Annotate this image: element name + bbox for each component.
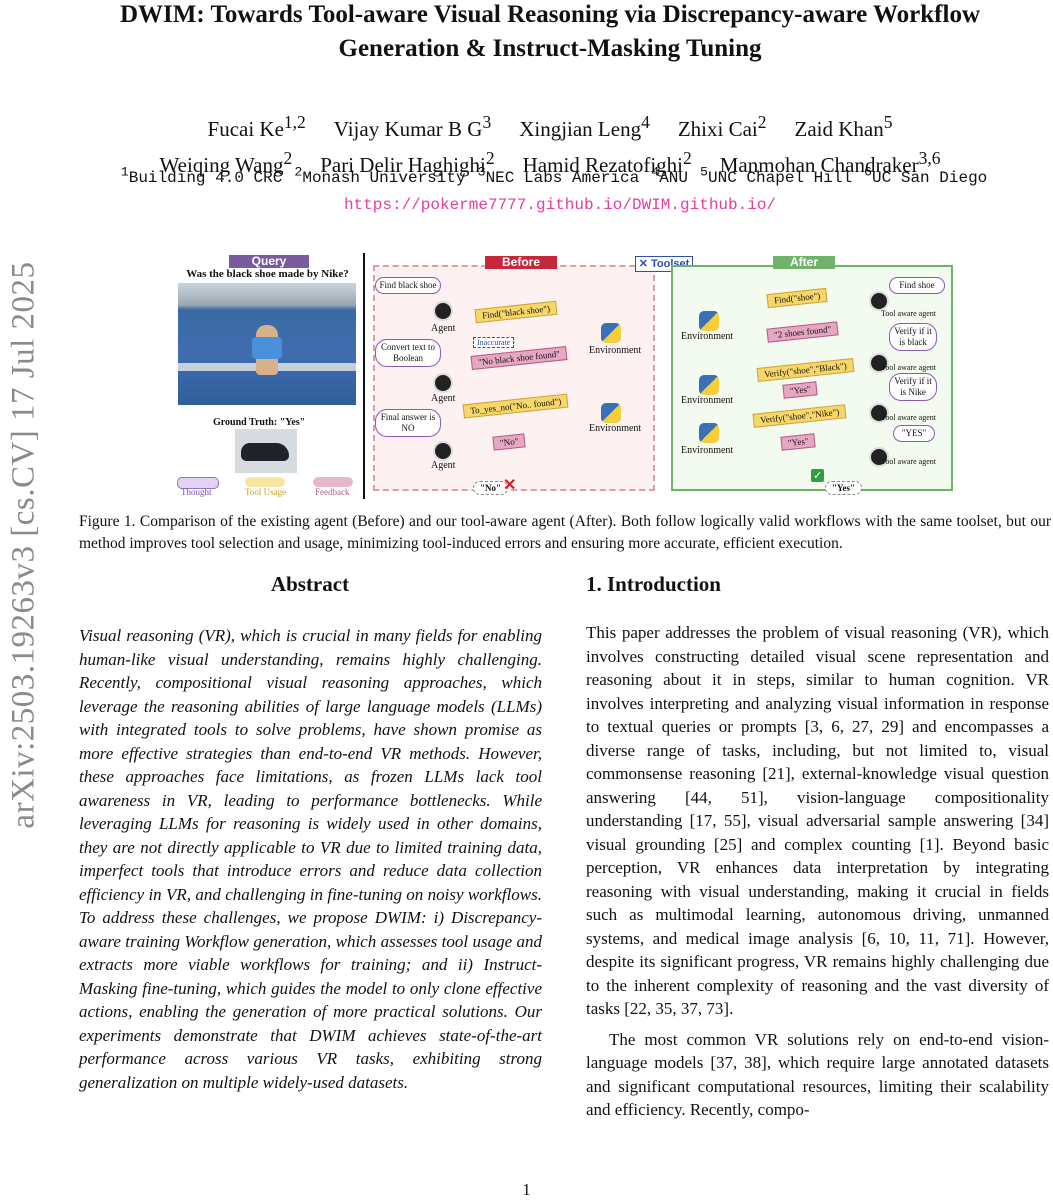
author-affiliation-mark: 2 [485,148,495,168]
query-question: Was the black shoe made by Nike? [186,268,349,280]
before-label: Before [485,256,557,269]
author-name: Weiqing Wang2 [159,148,293,177]
author-list: Fucai Ke1,2 Vijay Kumar B G3 Xingjian Leng… [60,108,1040,180]
authors-row-2: Weiqing Wang2 Pari Delir Haghighi2 Hamid R… [60,144,1040,180]
affiliation-item: 2Monash University [294,166,466,188]
author-name: Vijay Kumar B G3 [333,112,492,141]
legend-feedback-label: Feedback [315,487,350,497]
python-environment-icon [601,403,621,423]
introduction-paragraph-1: This paper addresses the problem of visu… [586,623,1049,1018]
author-affiliation-mark: 3 [482,112,492,132]
python-environment-icon [601,323,621,343]
authors-row-1: Fucai Ke1,2 Vijay Kumar B G3 Xingjian Leng… [60,108,1040,144]
legend-tool-usage-swatch [245,477,285,487]
title-line-2: Generation & Instruct-Masking Tuning [338,35,762,62]
before-final-answer: "No" [473,481,508,495]
before-thought-2: Convert text to Boolean [375,339,441,367]
agent-robot-icon [433,373,453,393]
paper-title: DWIM: Towards Tool-aware Visual Reasonin… [60,0,1040,66]
affiliation-item: 4ANU [651,166,689,188]
after-thought-2: Verify if it is black [889,323,937,351]
introduction-heading: 1. Introduction [586,572,721,596]
after-thought-4: "YES" [893,425,935,442]
python-environment-icon [699,375,719,395]
before-thought-1: Find black shoe [375,277,441,294]
after-final-answer: "Yes" [825,481,862,495]
affiliation-item: 5UNC Chapel Hill [700,166,853,188]
author-name: Fucai Ke1,2 [207,112,306,141]
author-affiliation-mark: 4 [641,112,650,132]
abstract-text: Visual reasoning (VR), which is crucial … [79,626,542,1092]
tool-aware-agent-label: Tool aware agent [881,363,936,372]
page-number: 1 [522,1180,531,1199]
environment-label: Environment [681,395,734,406]
tool-aware-agent-icon [869,403,889,423]
query-image [178,283,356,405]
agent-robot-icon [433,441,453,461]
author-affiliation-mark: 1,2 [283,112,306,132]
legend-feedback-swatch [313,477,353,487]
author-name: Pari Delir Haghighi2 [320,148,495,177]
agent-label: Agent [431,393,456,404]
environment-label: Environment [589,345,642,356]
title-line-1: DWIM: Towards Tool-aware Visual Reasonin… [119,1,981,28]
affiliation-item: 6UC San Diego [864,166,988,188]
inaccurate-tag: Inaccurate [473,337,515,348]
figure-caption: Figure 1. Comparison of the existing age… [79,513,1051,552]
before-panel [373,265,655,491]
ground-truth-label: Ground Truth: "Yes" [213,417,306,428]
author-affiliation-mark: 2 [283,148,293,168]
introduction-text: This paper addresses the problem of visu… [586,621,1049,1122]
figure-1: Query Was the black shoe made by Nike? G… [175,253,1045,501]
author-affiliation-mark: 2 [683,148,692,168]
project-url-link[interactable]: https://pokerme7777.github.io/DWIM.githu… [343,196,777,214]
legend-tool-usage-label: Tool Usage [245,487,287,497]
agent-robot-icon [433,301,453,321]
figure-divider [363,253,365,499]
author-affiliation-mark: 3,6 [918,148,941,168]
affiliation-item: 1Building 4.0 CRC [120,166,283,188]
abstract-heading: Abstract [270,572,350,596]
affiliations: 1Building 4.0 CRC 2Monash University 3NEC … [60,166,1053,187]
legend-thought-swatch [177,477,219,489]
tool-aware-agent-icon [869,291,889,311]
author-name: Zhixi Cai2 [677,112,767,141]
cross-icon: ✕ [503,477,517,494]
shoe-image [235,429,297,473]
author-name: Xingjian Leng4 [519,112,650,141]
author-affiliation-mark: 2 [757,112,767,132]
affiliation-item: 3NEC Labs America [477,166,640,188]
legend-thought-label: Thought [181,487,212,497]
agent-label: Agent [431,323,456,334]
python-environment-icon [699,423,719,443]
environment-label: Environment [589,423,642,434]
agent-label: Agent [431,460,456,471]
introduction-paragraph-2: The most common VR solutions rely on end… [586,1029,1049,1120]
author-name: Manmohan Chandraker3,6 [719,148,941,177]
python-environment-icon [699,311,719,331]
environment-label: Environment [681,331,734,342]
before-thought-3: Final answer is NO [375,409,441,437]
author-name: Zaid Khan5 [794,112,893,141]
arxiv-side-label: arXiv:2503.19263v3 [cs.CV] 17 Jul 2025 [5,261,42,829]
tool-aware-agent-icon [869,353,889,373]
after-label: After [773,256,835,269]
author-name: Hamid Rezatofighi2 [522,148,692,177]
tool-aware-agent-label: Tool aware agent [881,457,936,466]
tool-aware-agent-label: Tool aware agent [881,413,936,422]
query-label: Query [229,255,309,268]
author-affiliation-mark: 5 [883,112,893,132]
after-thought-1: Find shoe [889,277,945,294]
environment-label: Environment [681,445,734,456]
tool-aware-agent-icon [869,447,889,467]
check-icon: ✓ [811,469,825,482]
after-thought-3: Verify if it is Nike [889,373,937,401]
tool-aware-agent-label: Tool aware agent [881,309,936,318]
